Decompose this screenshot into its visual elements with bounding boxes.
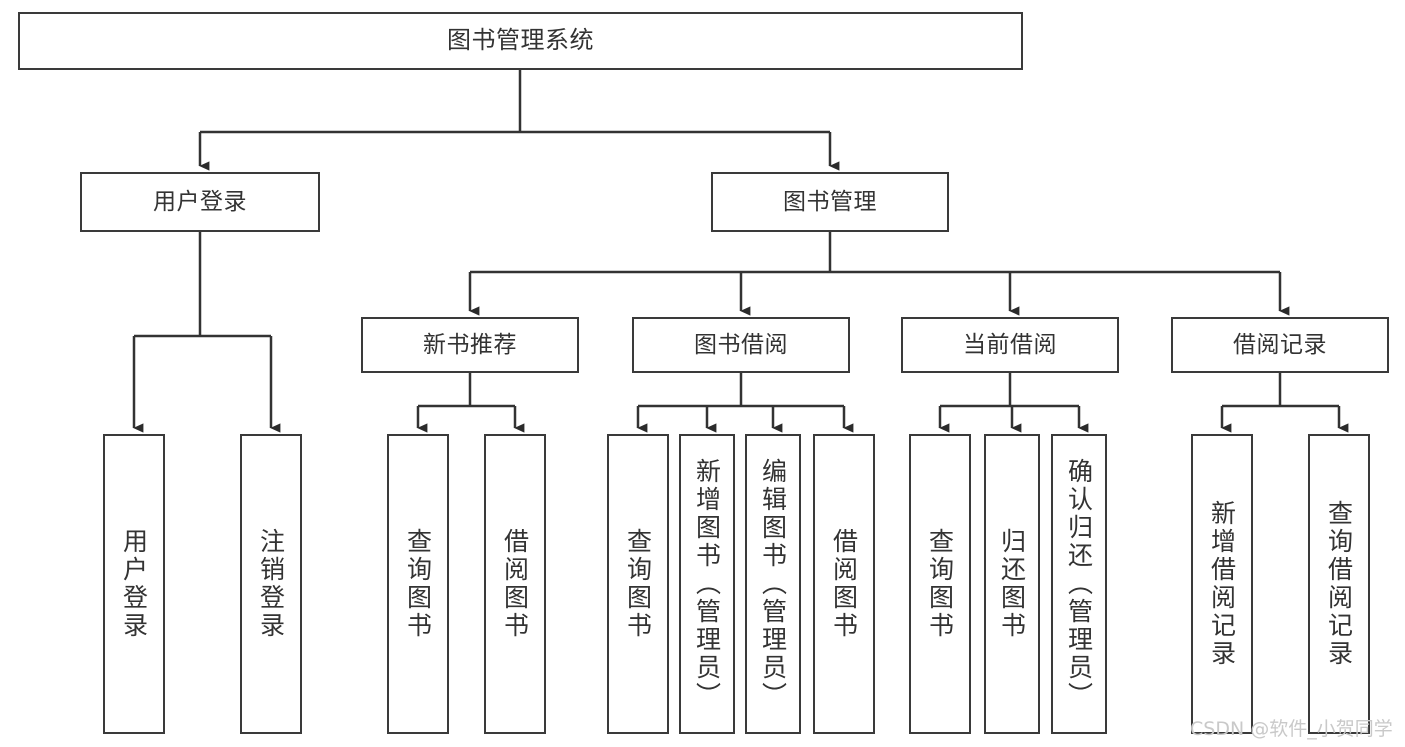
- leaf-add-borrow-record-label: 新增借阅记录: [1207, 500, 1237, 668]
- leaf-add-book-admin[interactable]: 新增图书（管理员）: [679, 434, 735, 734]
- node-current-borrow[interactable]: 当前借阅: [901, 317, 1119, 373]
- watermark: CSDN @软件_小贺同学: [1190, 718, 1393, 740]
- leaf-query-book-recommend[interactable]: 查询图书: [387, 434, 449, 734]
- node-new-book-recommend-label: 新书推荐: [423, 331, 517, 358]
- leaf-query-book-current-label: 查询图书: [925, 528, 955, 640]
- leaf-borrow-book-recommend-label: 借阅图书: [500, 528, 530, 640]
- leaf-query-book-recommend-label: 查询图书: [403, 528, 433, 640]
- leaf-logout[interactable]: 注销登录: [240, 434, 302, 734]
- node-root-label: 图书管理系统: [447, 26, 594, 55]
- leaf-return-book-label: 归还图书: [997, 528, 1027, 640]
- leaf-query-book-current[interactable]: 查询图书: [909, 434, 971, 734]
- node-user-login-label: 用户登录: [153, 188, 247, 215]
- leaf-query-book-borrow[interactable]: 查询图书: [607, 434, 669, 734]
- leaf-return-book[interactable]: 归还图书: [984, 434, 1040, 734]
- node-current-borrow-label: 当前借阅: [963, 331, 1057, 358]
- node-book-management[interactable]: 图书管理: [711, 172, 949, 232]
- leaf-edit-book-admin-label: 编辑图书（管理员）: [758, 458, 788, 710]
- leaf-add-book-admin-label: 新增图书（管理员）: [692, 458, 722, 710]
- node-user-login[interactable]: 用户登录: [80, 172, 320, 232]
- node-borrow-record[interactable]: 借阅记录: [1171, 317, 1389, 373]
- leaf-query-book-borrow-label: 查询图书: [623, 528, 653, 640]
- node-new-book-recommend[interactable]: 新书推荐: [361, 317, 579, 373]
- leaf-user-login-label: 用户登录: [119, 528, 149, 640]
- leaf-logout-label: 注销登录: [256, 528, 286, 640]
- node-root[interactable]: 图书管理系统: [18, 12, 1023, 70]
- leaf-borrow-book[interactable]: 借阅图书: [813, 434, 875, 734]
- leaf-confirm-return-admin-label: 确认归还（管理员）: [1064, 458, 1094, 710]
- leaf-confirm-return-admin[interactable]: 确认归还（管理员）: [1051, 434, 1107, 734]
- node-borrow-record-label: 借阅记录: [1233, 331, 1327, 358]
- node-book-management-label: 图书管理: [783, 188, 877, 215]
- leaf-query-borrow-record-label: 查询借阅记录: [1324, 500, 1354, 668]
- leaf-user-login[interactable]: 用户登录: [103, 434, 165, 734]
- node-book-borrow-label: 图书借阅: [694, 331, 788, 358]
- leaf-edit-book-admin[interactable]: 编辑图书（管理员）: [745, 434, 801, 734]
- leaf-query-borrow-record[interactable]: 查询借阅记录: [1308, 434, 1370, 734]
- leaf-borrow-book-label: 借阅图书: [829, 528, 859, 640]
- node-book-borrow[interactable]: 图书借阅: [632, 317, 850, 373]
- leaf-add-borrow-record[interactable]: 新增借阅记录: [1191, 434, 1253, 734]
- leaf-borrow-book-recommend[interactable]: 借阅图书: [484, 434, 546, 734]
